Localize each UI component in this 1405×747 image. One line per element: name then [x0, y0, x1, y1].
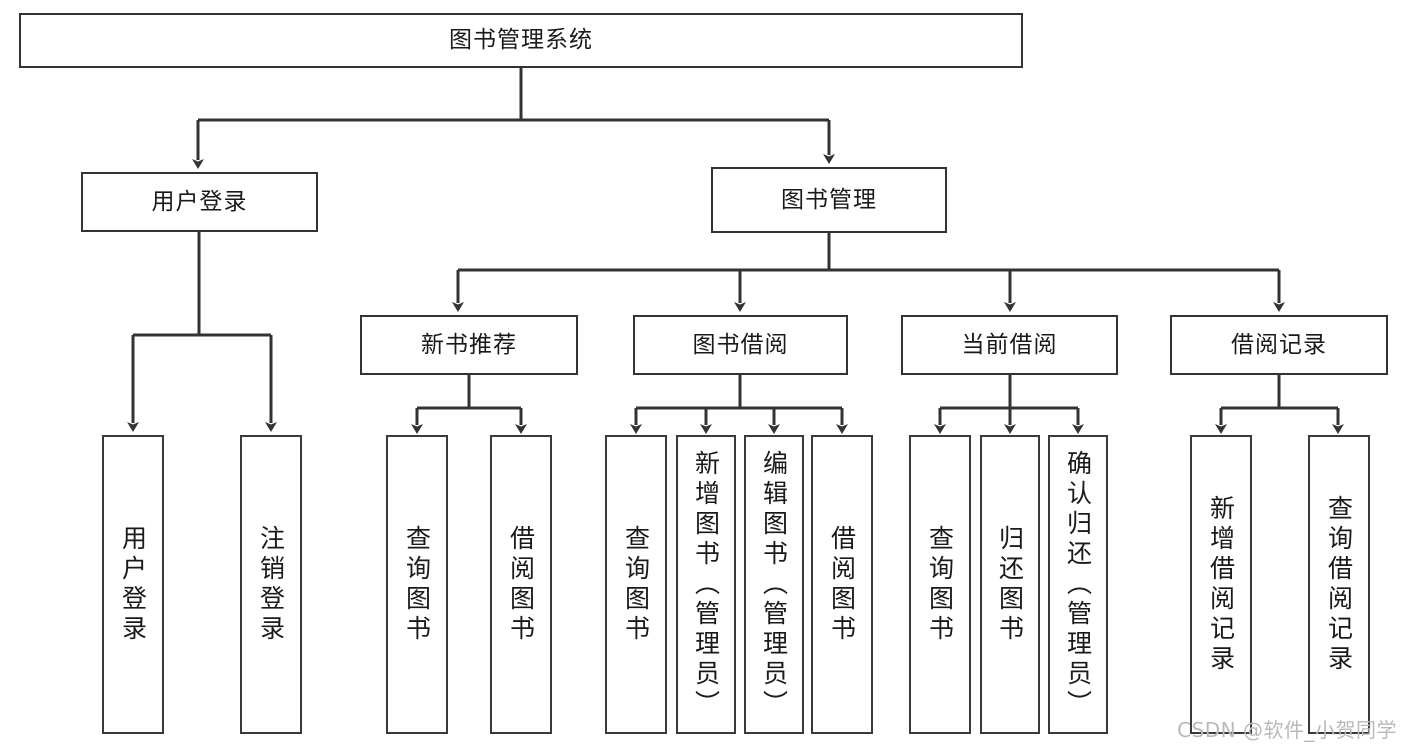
node-book-borrow[interactable]: 图书借阅 — [633, 315, 848, 375]
leaf-add-borrow-record[interactable]: 新增借阅记录 — [1190, 435, 1252, 734]
node-new-book-recommend[interactable]: 新书推荐 — [360, 315, 578, 375]
leaf-return-book[interactable]: 归还图书 — [980, 435, 1040, 734]
leaf-return-book-label: 归还图书 — [995, 524, 1025, 645]
leaf-user-login[interactable]: 用户登录 — [102, 435, 164, 734]
node-borrow-record-label: 借阅记录 — [1231, 331, 1327, 358]
leaf-add-book-admin[interactable]: 新增图书（管理员） — [676, 435, 736, 734]
leaf-query-book-borrow[interactable]: 查询图书 — [605, 435, 667, 734]
node-user-login-group-label: 用户登录 — [151, 188, 248, 215]
leaf-confirm-return-admin-label: 确认归还（管理员） — [1063, 449, 1093, 720]
leaf-query-book-borrow-label: 查询图书 — [621, 524, 651, 645]
leaf-add-book-admin-label: 新增图书（管理员） — [691, 449, 721, 720]
leaf-query-book-current-label: 查询图书 — [925, 524, 955, 645]
leaf-query-book-current[interactable]: 查询图书 — [909, 435, 971, 734]
leaf-borrow-book[interactable]: 借阅图书 — [811, 435, 873, 734]
leaf-add-borrow-record-label: 新增借阅记录 — [1206, 494, 1236, 675]
node-root[interactable]: 图书管理系统 — [19, 13, 1023, 68]
node-user-login-group[interactable]: 用户登录 — [81, 172, 318, 232]
leaf-confirm-return-admin[interactable]: 确认归还（管理员） — [1048, 435, 1108, 734]
leaf-borrow-book-recommend[interactable]: 借阅图书 — [490, 435, 552, 734]
leaf-edit-book-admin[interactable]: 编辑图书（管理员） — [744, 435, 804, 734]
csdn-watermark: CSDN @软件_小贺同学 — [1177, 718, 1397, 742]
node-book-management-label: 图书管理 — [781, 186, 877, 213]
leaf-query-book-recommend[interactable]: 查询图书 — [386, 435, 448, 734]
leaf-logout-label: 注销登录 — [256, 524, 286, 645]
node-current-borrow[interactable]: 当前借阅 — [901, 315, 1118, 375]
node-root-label: 图书管理系统 — [449, 27, 593, 54]
node-book-management[interactable]: 图书管理 — [711, 167, 947, 233]
leaf-user-login-label: 用户登录 — [118, 524, 148, 645]
node-book-borrow-label: 图书借阅 — [692, 331, 789, 358]
leaf-query-borrow-record-label: 查询借阅记录 — [1324, 494, 1354, 675]
leaf-query-book-recommend-label: 查询图书 — [402, 524, 432, 645]
leaf-borrow-book-recommend-label: 借阅图书 — [506, 524, 536, 645]
node-new-book-recommend-label: 新书推荐 — [421, 331, 517, 358]
node-borrow-record[interactable]: 借阅记录 — [1170, 315, 1388, 375]
leaf-logout[interactable]: 注销登录 — [240, 435, 302, 734]
leaf-query-borrow-record[interactable]: 查询借阅记录 — [1308, 435, 1370, 734]
leaf-edit-book-admin-label: 编辑图书（管理员） — [759, 449, 789, 720]
leaf-borrow-book-label: 借阅图书 — [827, 524, 857, 645]
node-current-borrow-label: 当前借阅 — [961, 331, 1058, 358]
